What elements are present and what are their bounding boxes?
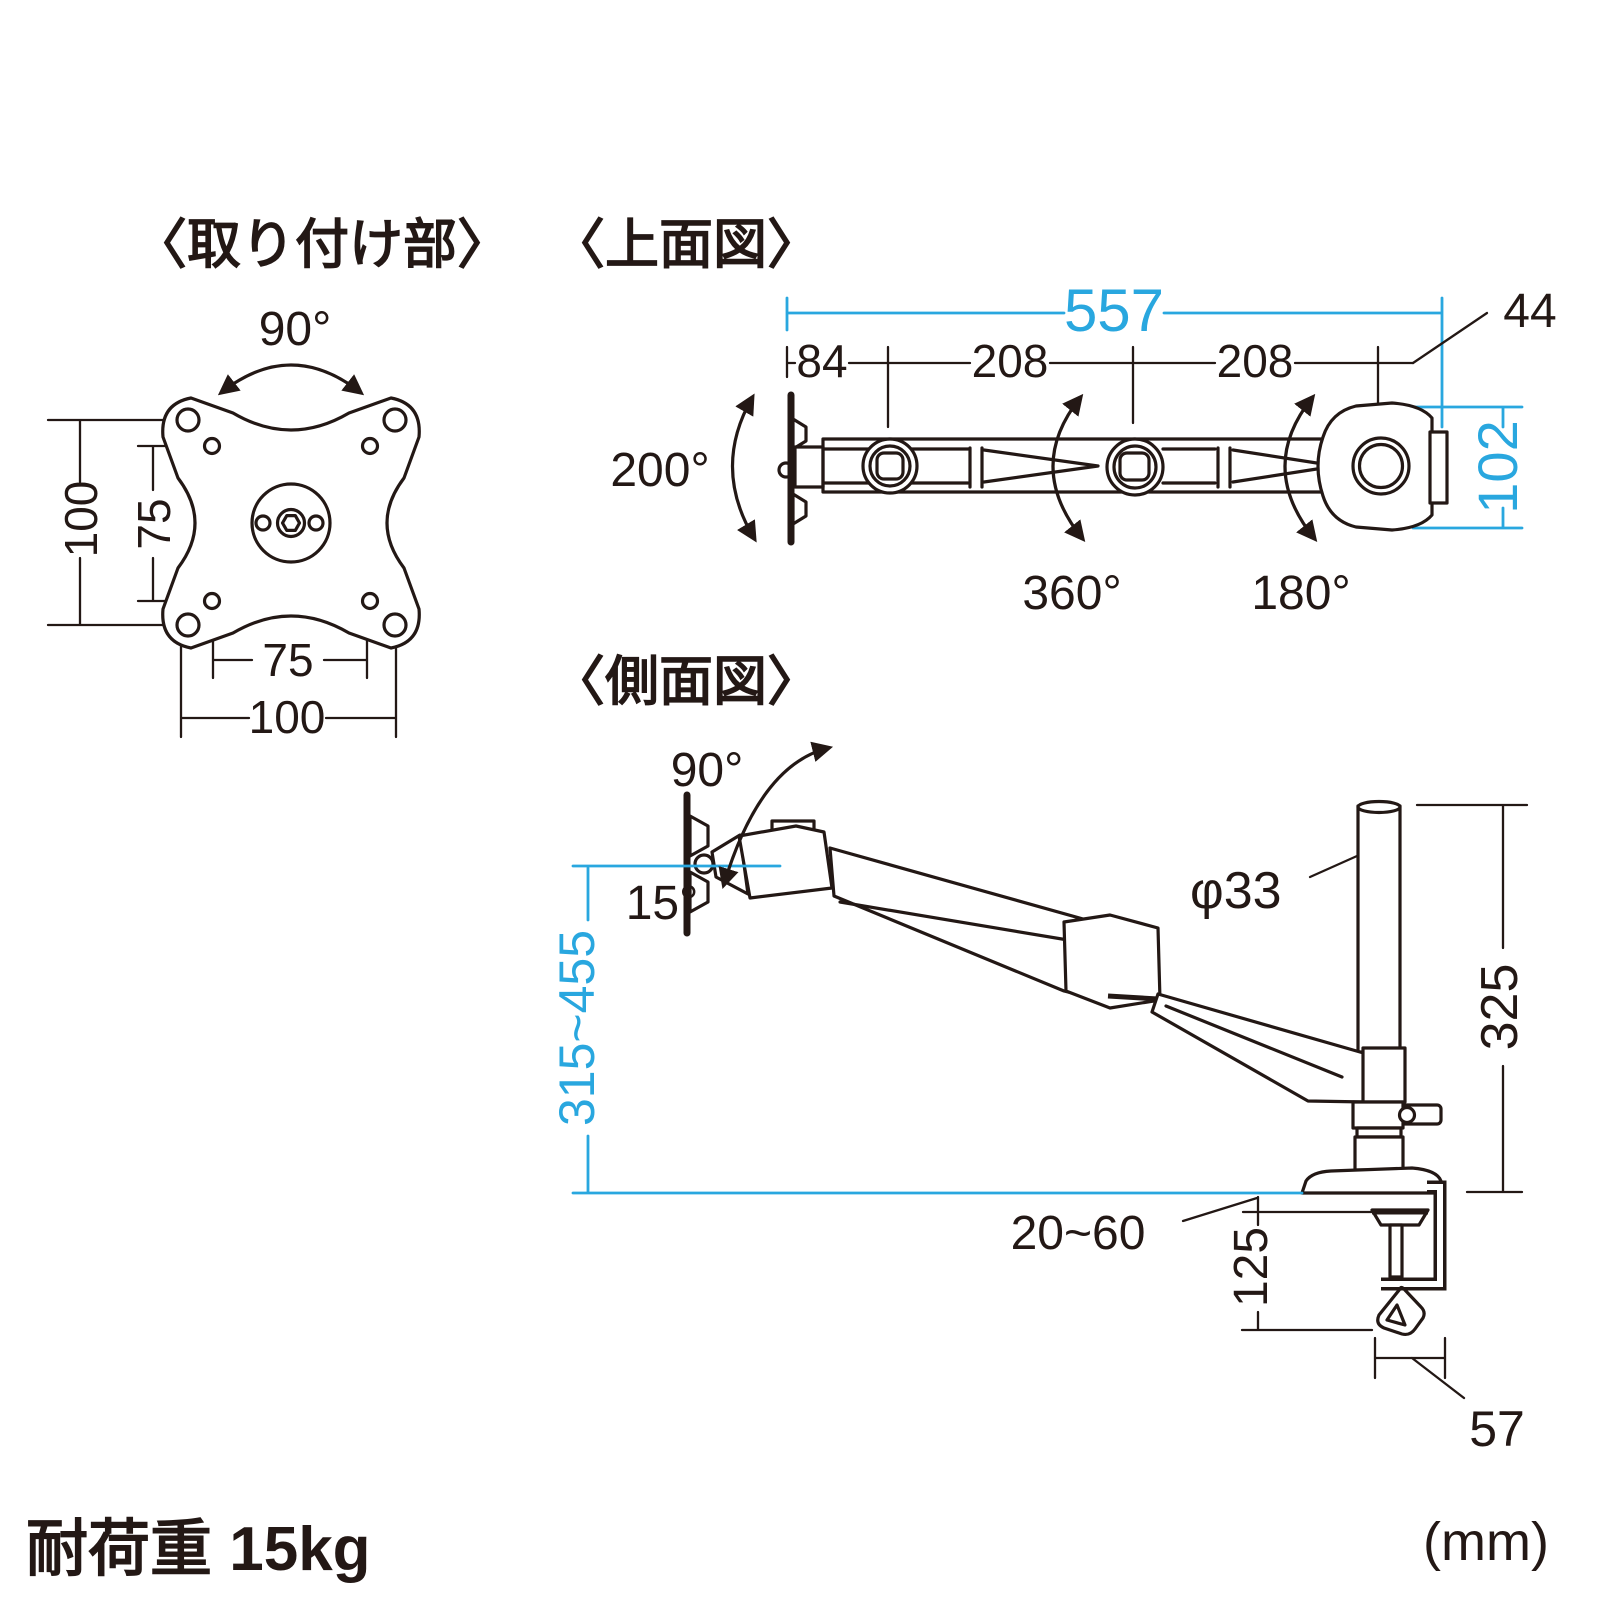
top-view-dimensions: 557 84 208 208 44 102: [785, 277, 1557, 530]
arm-base-segment-dim: 84: [796, 335, 847, 387]
mount-rotation-label: 90°: [259, 303, 332, 356]
desk-thickness-range-dim: 20~60: [1011, 1207, 1146, 1260]
tilt-arc: [718, 741, 834, 889]
units-label: (mm): [1423, 1512, 1549, 1572]
top-view-title: 〈上面図〉: [551, 215, 821, 275]
clamp-screw-handle: [1376, 1285, 1426, 1337]
tilt-up-angle-label: 90°: [671, 744, 744, 797]
hex-bolt-icon: [280, 513, 302, 533]
base-swivel-angle-label: 200°: [610, 444, 709, 497]
top-view: 〈上面図〉 557 84 208 208 44 102: [551, 215, 1557, 620]
vesa-outer-vertical-dim: 100: [55, 481, 107, 558]
side-view-base: [1300, 1046, 1445, 1195]
vesa-hole-inner: [360, 436, 380, 456]
base-swivel-arc: [730, 393, 757, 543]
mid-joint-rotation-label: 360°: [1022, 567, 1121, 620]
vesa-hole-inner: [360, 591, 380, 611]
vesa-inner-vertical-dim: 75: [128, 498, 180, 549]
pole-height-dim: 325: [1471, 964, 1529, 1051]
head-rotation-arc: [1283, 393, 1318, 543]
pole-diameter-dim: φ33: [1190, 862, 1282, 920]
side-view-arm: [828, 846, 1369, 1104]
vesa-hole-outer: [382, 612, 408, 638]
vesa-outer-horizontal-dim: 100: [249, 691, 326, 743]
side-view-pole: [1356, 799, 1402, 1054]
head-offset-dim: 44: [1503, 285, 1556, 338]
vesa-hole-outer: [175, 407, 201, 433]
arm-mid-segment-dim: 208: [972, 335, 1049, 387]
clamp-width-dim: 57: [1469, 1401, 1525, 1457]
arm-total-length-dim: 557: [1064, 277, 1164, 344]
vesa-hole-outer: [175, 612, 201, 638]
mount-view-title: 〈取り付け部〉: [133, 215, 511, 275]
tilt-down-angle-label: 15°: [626, 877, 699, 930]
head-width-dim: 102: [1466, 420, 1529, 513]
clamp-depth-below-desk-dim: 125: [1225, 1227, 1278, 1307]
top-view-angles: 200° 360° 180°: [610, 393, 1351, 620]
vesa-hole-inner: [202, 436, 222, 456]
side-view: 〈側面図〉: [549, 652, 1529, 1457]
load-capacity-label: 耐荷重 15kg: [26, 1515, 371, 1584]
side-view-angles: 90° 15°: [626, 741, 834, 930]
top-view-arm: [821, 401, 1449, 532]
vesa-hole-outer: [382, 407, 408, 433]
side-view-blue-dims: 315~455: [549, 864, 1304, 1195]
height-range-dim: 315~455: [549, 930, 605, 1126]
desk-clamp: [1370, 1180, 1447, 1337]
vesa-hole-inner: [202, 591, 222, 611]
side-view-black-dims: φ33 325 20~60 125 57: [1011, 803, 1529, 1457]
mount-rotation-arc: [217, 363, 365, 396]
arm-end-segment-dim: 208: [1217, 335, 1294, 387]
mount-view: 〈取り付け部〉 90° 100 75 75 100: [46, 215, 511, 743]
mid-joint-rotation-arc: [1051, 393, 1086, 543]
head-rotation-label: 180°: [1251, 567, 1350, 620]
side-view-title: 〈側面図〉: [551, 652, 821, 712]
vesa-plate: [161, 396, 421, 650]
vesa-inner-horizontal-dim: 75: [262, 634, 313, 686]
top-view-plate: [777, 391, 825, 546]
